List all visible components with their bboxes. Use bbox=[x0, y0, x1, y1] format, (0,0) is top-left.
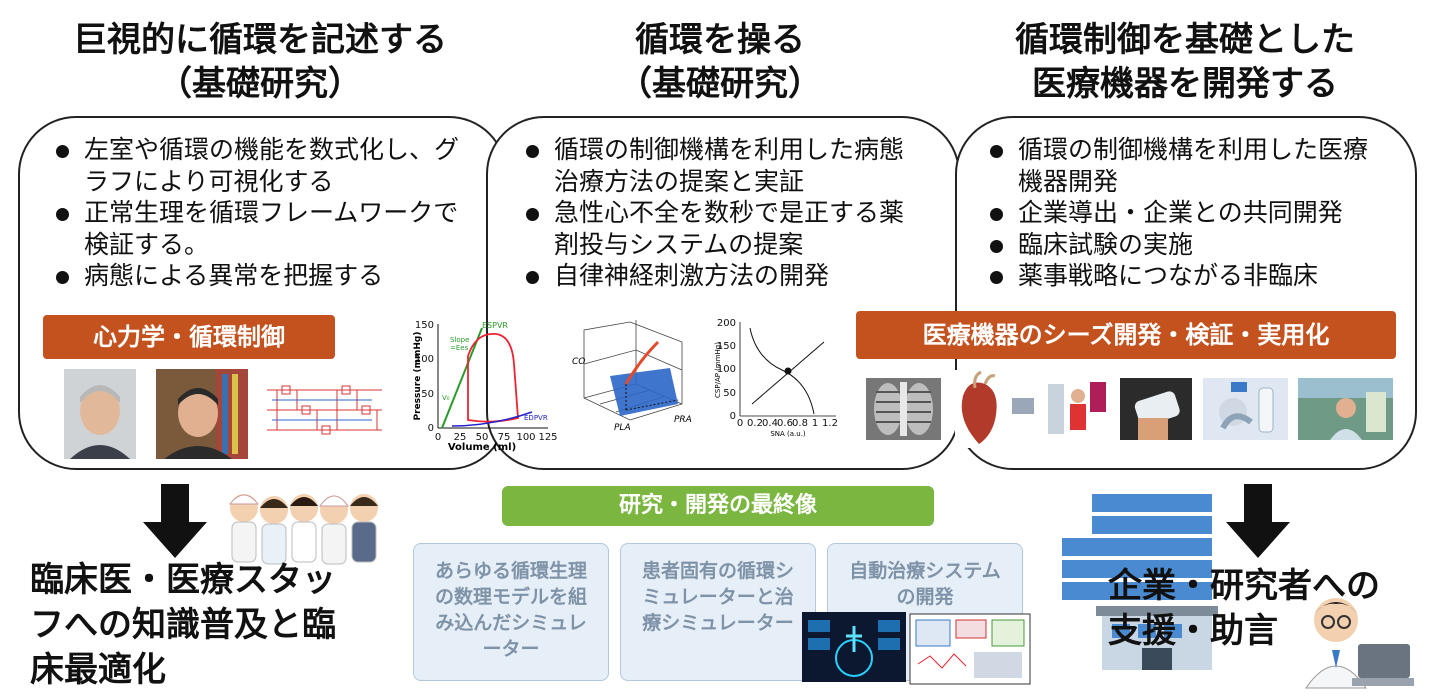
heart-image bbox=[955, 370, 1003, 448]
pv-xlabel: Volume (ml) bbox=[448, 442, 516, 453]
column-title-right-line1: 循環制御を基礎とした bbox=[1015, 20, 1355, 60]
column-title-left-line1: 巨視的に循環を記述する bbox=[73, 20, 447, 60]
column-title-center-line1: 循環を操る bbox=[635, 20, 805, 60]
bullet-item: 病態による異常を把握する bbox=[50, 260, 470, 292]
outcome-clinical-line2: フへの知識普及と臨 bbox=[30, 605, 336, 645]
column-title-left: 巨視的に循環を記述する （基礎研究） bbox=[30, 18, 490, 106]
pv-loop bbox=[467, 333, 519, 423]
company-building-illustration bbox=[1062, 494, 1218, 670]
tag-cardiac-mechanics: 心力学・循環制御 bbox=[43, 315, 335, 359]
edpvr-curve bbox=[451, 411, 533, 427]
ees-label: =Ees bbox=[450, 344, 469, 352]
column-title-left-line2: （基礎研究） bbox=[158, 64, 362, 104]
bullet-item: 循環の制御機構を利用した医療機器開発 bbox=[984, 134, 1384, 197]
medical-staff-illustration bbox=[228, 494, 378, 565]
sna-xtick: 0.8 bbox=[792, 418, 808, 429]
pv-ytick: 0 bbox=[428, 423, 434, 434]
sna-balance-chart: 0 50 100 150 200 0 0.2 0.4 0.6 0.8 1 1.2… bbox=[714, 318, 838, 438]
bullet-item: 臨床試験の実施 bbox=[984, 229, 1384, 261]
bullet-item: 企業導出・企業との共同開発 bbox=[984, 197, 1384, 229]
pv-xtick: 75 bbox=[498, 432, 511, 443]
sna-xtick: 1.2 bbox=[822, 418, 838, 429]
sna-ytick: 200 bbox=[717, 318, 736, 329]
sna-ylabel: CSP/AP (mmHg) bbox=[714, 342, 722, 398]
pv-xtick: 0 bbox=[435, 432, 441, 443]
column-title-right-line2: 医療機器を開発する bbox=[1032, 64, 1338, 104]
pv-xtick: 25 bbox=[454, 432, 467, 443]
researcher-photo-1 bbox=[64, 369, 136, 459]
outcome-clinical-line1: 臨床医・医療スタッ bbox=[30, 560, 336, 600]
circuit-diagram bbox=[267, 385, 382, 435]
co-curve bbox=[624, 340, 660, 385]
column-title-center-line2: （基礎研究） bbox=[618, 64, 822, 104]
device-illustration bbox=[1008, 378, 1108, 440]
bullet-item: 急性心不全を数秒で是正する薬剤投与システムの提案 bbox=[520, 197, 920, 260]
researcher-photo-2 bbox=[156, 369, 248, 459]
sna-ytick: 150 bbox=[717, 341, 736, 352]
bullet-list-right: 循環の制御機構を利用した医療機器開発 企業導出・企業との共同開発 臨床試験の実施… bbox=[984, 134, 1384, 292]
pv-ytick: 150 bbox=[415, 320, 434, 331]
espvr-label: ESPVR bbox=[482, 321, 508, 330]
sna-ytick: 100 bbox=[717, 364, 736, 375]
wearable-device-photo bbox=[1120, 378, 1192, 440]
bullet-item: 循環の制御機構を利用した病態治療方法の提案と実証 bbox=[520, 134, 920, 197]
sna-ytick: 0 bbox=[730, 411, 736, 422]
pv-ytick: 50 bbox=[421, 389, 434, 400]
bullet-item: 正常生理を循環フレームワークで検証する。 bbox=[50, 197, 470, 260]
co-surface bbox=[610, 368, 678, 416]
medical-staff-photo bbox=[1298, 378, 1393, 440]
co-axis-label: CO bbox=[572, 357, 585, 367]
v0-label: V₀ bbox=[442, 394, 450, 402]
pra-axis-label: PRA bbox=[674, 415, 692, 425]
sna-xlabel: SNA (a.u.) bbox=[770, 430, 806, 438]
slope-label: Slope bbox=[450, 336, 469, 344]
down-arrow-right bbox=[1226, 484, 1290, 558]
researcher-laptop-illustration bbox=[1305, 598, 1414, 689]
bullet-item: 自律神経刺激方法の開発 bbox=[520, 260, 920, 292]
bullet-item: 左室や循環の機能を数式化し、グラフにより可視化する bbox=[50, 134, 470, 197]
edpvr-label: EDPVR bbox=[524, 414, 548, 422]
ai-patient-illustration bbox=[1203, 378, 1288, 440]
sna-xtick: 1 bbox=[812, 418, 818, 429]
pla-axis-label: PLA bbox=[614, 423, 631, 433]
column-title-center: 循環を操る （基礎研究） bbox=[500, 18, 940, 106]
outcome-clinical-line3: 床最適化 bbox=[30, 650, 166, 690]
treatment-system-screen-image bbox=[909, 613, 1031, 685]
bullet-list-center: 循環の制御機構を利用した病態治療方法の提案と実証 急性心不全を数秒で是正する薬剤… bbox=[520, 134, 920, 292]
outcome-support-line2: 支援・助言 bbox=[1108, 611, 1278, 651]
goal-circulation-simulator: あらゆる循環生理の数理モデルを組み込んだシミュレーター bbox=[413, 543, 609, 681]
final-vision-banner: 研究・開発の最終像 bbox=[502, 486, 934, 526]
xray-image bbox=[866, 378, 941, 440]
pv-xtick: 50 bbox=[476, 432, 489, 443]
pv-xtick: 100 bbox=[516, 432, 535, 443]
espvr-line bbox=[441, 327, 483, 429]
down-arrow-left bbox=[143, 484, 207, 558]
pv-loop-chart: 0 50 100 150 0 25 50 75 100 125 Volume (… bbox=[413, 320, 558, 453]
baroreflex-curve bbox=[749, 327, 815, 415]
bullet-list-left: 左室や循環の機能を数式化し、グラフにより可視化する 正常生理を循環フレームワーク… bbox=[50, 134, 470, 292]
cardiac-output-surface-chart: CO PLA PRA bbox=[572, 320, 692, 433]
outcome-clinical: 臨床医・医療スタッ フへの知識普及と臨 床最適化 bbox=[30, 558, 375, 693]
pv-ytick: 100 bbox=[415, 354, 434, 365]
sna-xtick: 0.6 bbox=[777, 418, 793, 429]
sna-xtick: 0 bbox=[737, 418, 743, 429]
outcome-support: 企業・研究者への 支援・助言 bbox=[1108, 564, 1408, 654]
bullet-item: 薬事戦略につながる非臨床 bbox=[984, 260, 1384, 292]
goal-patient-simulator: 患者固有の循環シミュレーターと治療シミュレーター bbox=[620, 543, 816, 681]
sna-xtick: 0.4 bbox=[762, 418, 778, 429]
sna-ytick: 50 bbox=[723, 388, 736, 399]
pv-xtick: 125 bbox=[538, 432, 557, 443]
tag-device-development: 医療機器のシーズ開発・検証・実用化 bbox=[856, 311, 1396, 359]
operating-point bbox=[784, 367, 792, 375]
simulator-screen-image bbox=[802, 612, 906, 682]
pv-ylabel: Pressure (mmHg) bbox=[413, 332, 423, 421]
column-title-right: 循環制御を基礎とした 医療機器を開発する bbox=[960, 18, 1410, 106]
sna-xtick: 0.2 bbox=[747, 418, 763, 429]
